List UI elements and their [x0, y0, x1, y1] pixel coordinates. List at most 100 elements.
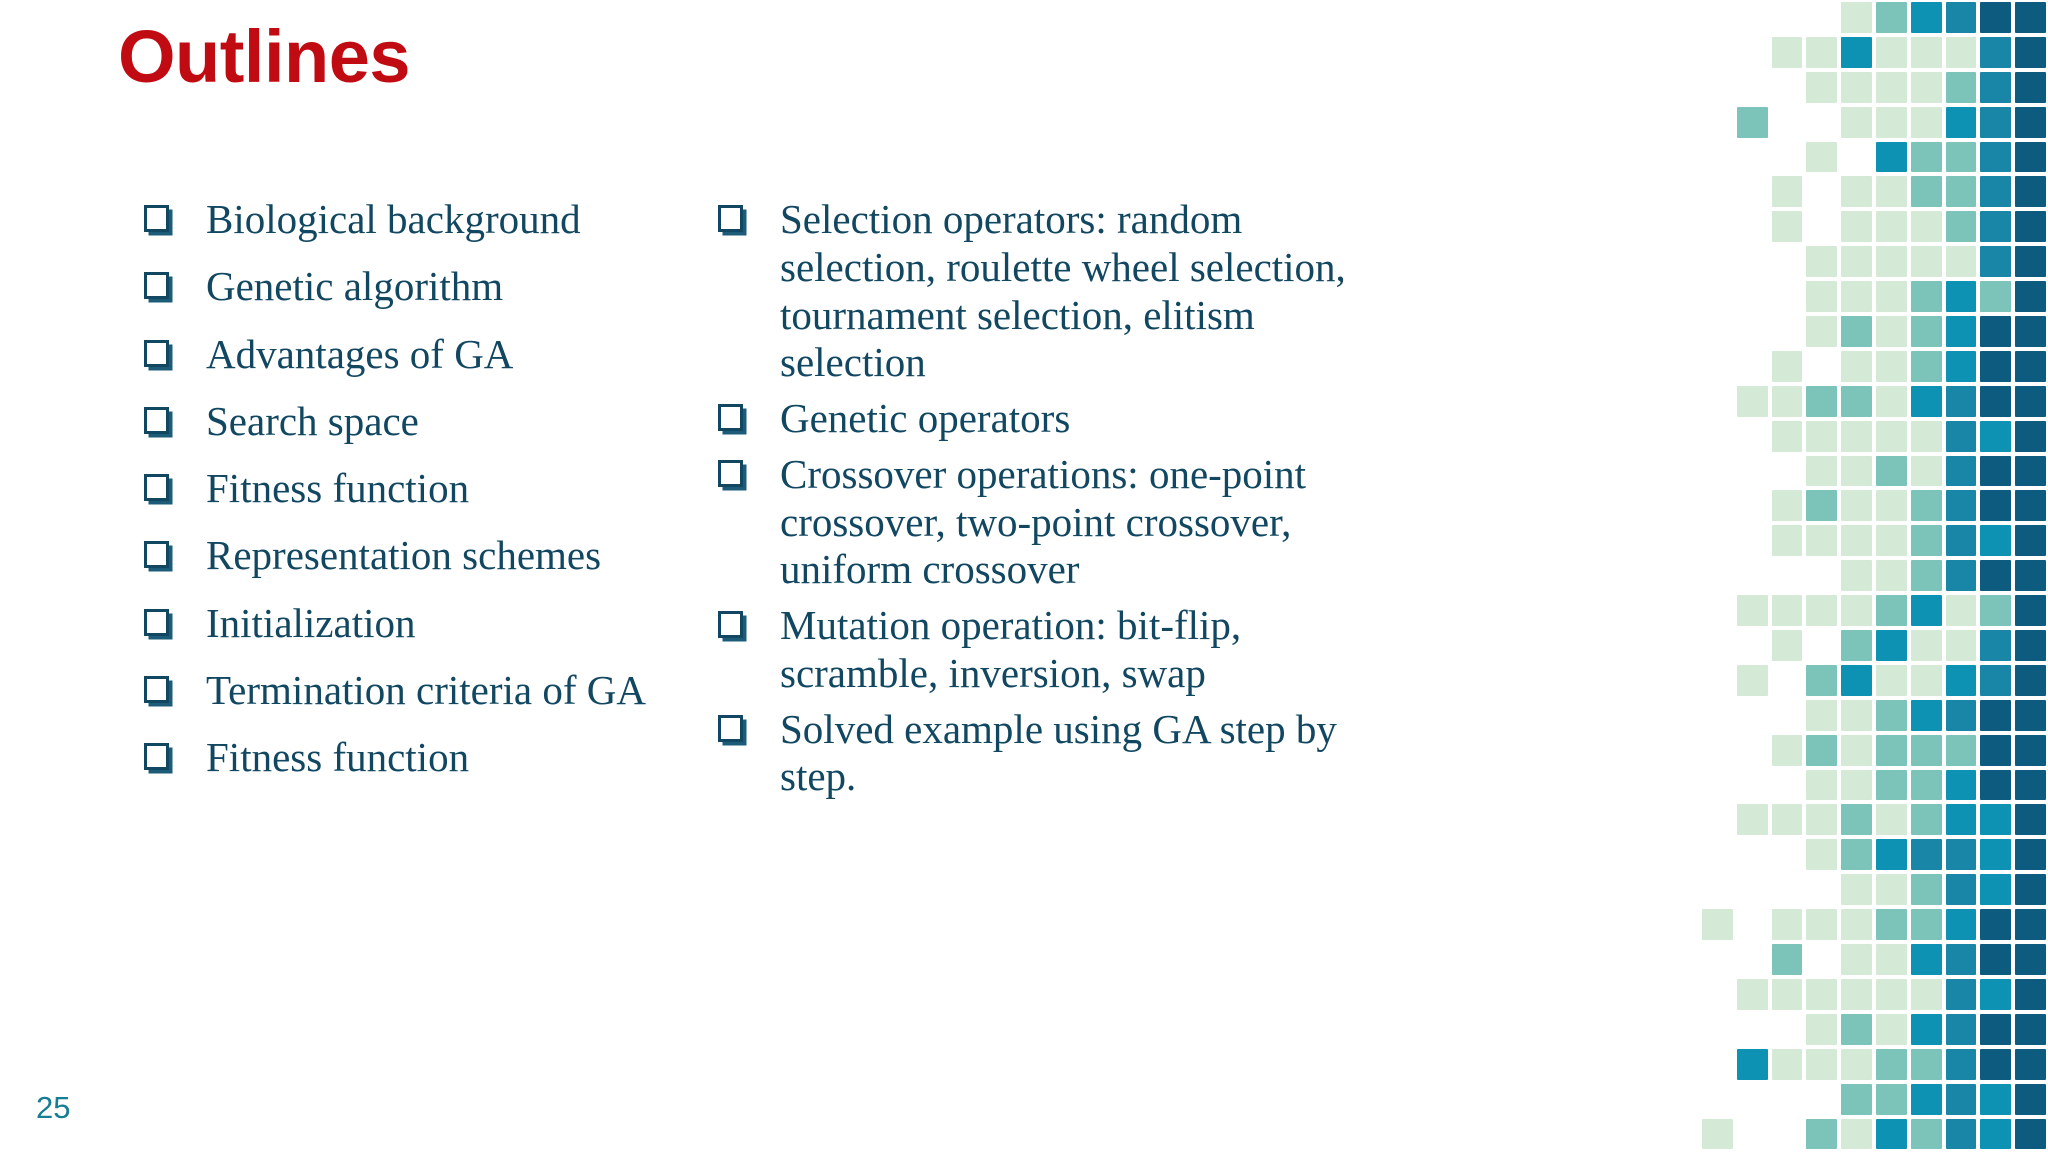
mosaic-cell: [1839, 628, 1874, 663]
mosaic-cell: [1874, 663, 1909, 698]
mosaic-cell: [1839, 35, 1874, 70]
mosaic-cell: [1804, 140, 1839, 175]
mosaic-cell: [1735, 454, 1770, 489]
mosaic-cell: [1944, 454, 1979, 489]
mosaic-cell: [1839, 733, 1874, 768]
mosaic-cell: [1700, 349, 1735, 384]
mosaic-cell: [1770, 105, 1805, 140]
left-outline-item-label: Representation schemes: [206, 532, 602, 579]
mosaic-cell: [1944, 593, 1979, 628]
right-outline-item-label: Mutation operation: bit-flip, scramble, …: [780, 602, 1242, 696]
mosaic-cell: [1874, 105, 1909, 140]
mosaic-cell: [1909, 1047, 1944, 1082]
mosaic-cell: [2013, 1047, 2048, 1082]
mosaic-cell: [1770, 977, 1805, 1012]
mosaic-cell: [1735, 1082, 1770, 1117]
mosaic-cell: [1978, 384, 2013, 419]
mosaic-cell: [1909, 70, 1944, 105]
mosaic-cell: [1978, 174, 2013, 209]
mosaic-cell: [1700, 768, 1735, 803]
right-outline-list: Selection operators: random selection, r…: [712, 196, 1372, 801]
mosaic-cell: [1735, 523, 1770, 558]
mosaic-cell: [1874, 454, 1909, 489]
list-item: Advantages of GA: [138, 331, 718, 379]
checkbox-square-icon: [718, 714, 743, 742]
mosaic-cell: [1978, 977, 2013, 1012]
mosaic-cell: [1700, 35, 1735, 70]
mosaic-cell: [2013, 977, 2048, 1012]
mosaic-cell: [1909, 209, 1944, 244]
checkbox-square-icon: [718, 459, 743, 487]
mosaic-cell: [1978, 558, 2013, 593]
mosaic-cell: [1978, 1012, 2013, 1047]
mosaic-cell: [1700, 907, 1735, 942]
mosaic-cell: [1770, 244, 1805, 279]
mosaic-cell: [1839, 70, 1874, 105]
mosaic-cell: [1735, 174, 1770, 209]
mosaic-cell: [1700, 663, 1735, 698]
mosaic-cell: [1804, 942, 1839, 977]
mosaic-cell: [1735, 977, 1770, 1012]
mosaic-cell: [1839, 663, 1874, 698]
mosaic-cell: [1804, 0, 1839, 35]
mosaic-cell: [2013, 663, 2048, 698]
mosaic-cell: [1944, 628, 1979, 663]
mosaic-cell: [1944, 174, 1979, 209]
mosaic-cell: [2013, 523, 2048, 558]
mosaic-cell: [2013, 802, 2048, 837]
mosaic-cell: [1770, 349, 1805, 384]
mosaic-cell: [1839, 942, 1874, 977]
mosaic-cell: [1735, 802, 1770, 837]
decorative-mosaic-pattern: [1700, 0, 2048, 1152]
mosaic-cell: [1909, 314, 1944, 349]
mosaic-cell: [1804, 977, 1839, 1012]
mosaic-cell: [1804, 70, 1839, 105]
mosaic-cell: [1804, 488, 1839, 523]
mosaic-cell: [1978, 733, 2013, 768]
mosaic-cell: [1909, 1082, 1944, 1117]
mosaic-cell: [1909, 454, 1944, 489]
list-item: Genetic algorithm: [138, 263, 718, 311]
mosaic-cell: [2013, 174, 2048, 209]
mosaic-cell: [1735, 1047, 1770, 1082]
mosaic-cell: [1700, 837, 1735, 872]
mosaic-cell: [1700, 209, 1735, 244]
mosaic-cell: [1735, 488, 1770, 523]
mosaic-cell: [1839, 279, 1874, 314]
mosaic-cell: [1770, 663, 1805, 698]
mosaic-cell: [2013, 628, 2048, 663]
mosaic-cell: [2013, 384, 2048, 419]
mosaic-cell: [1770, 174, 1805, 209]
mosaic-cell: [1735, 942, 1770, 977]
mosaic-cell: [1909, 384, 1944, 419]
mosaic-cell: [1735, 663, 1770, 698]
list-item: Representation schemes: [138, 532, 718, 580]
mosaic-cell: [1735, 209, 1770, 244]
mosaic-cell: [1909, 35, 1944, 70]
mosaic-cell: [1700, 872, 1735, 907]
mosaic-cell: [1909, 1012, 1944, 1047]
mosaic-cell: [1909, 872, 1944, 907]
mosaic-cell: [1770, 523, 1805, 558]
mosaic-cell: [1944, 872, 1979, 907]
mosaic-cell: [1978, 628, 2013, 663]
mosaic-cell: [1978, 768, 2013, 803]
mosaic-cell: [1944, 942, 1979, 977]
mosaic-cell: [1874, 558, 1909, 593]
mosaic-cell: [1839, 454, 1874, 489]
mosaic-cell: [1978, 279, 2013, 314]
mosaic-cell: [1700, 977, 1735, 1012]
mosaic-cell: [1909, 558, 1944, 593]
mosaic-cell: [1804, 349, 1839, 384]
mosaic-cell: [1978, 593, 2013, 628]
mosaic-cell: [1909, 174, 1944, 209]
mosaic-cell: [1770, 593, 1805, 628]
mosaic-cell: [1770, 279, 1805, 314]
mosaic-cell: [1944, 349, 1979, 384]
mosaic-cell: [2013, 698, 2048, 733]
mosaic-cell: [1909, 140, 1944, 175]
mosaic-cell: [1874, 140, 1909, 175]
right-outline-item-label: Crossover operations: one-point crossove…: [780, 450, 1307, 593]
